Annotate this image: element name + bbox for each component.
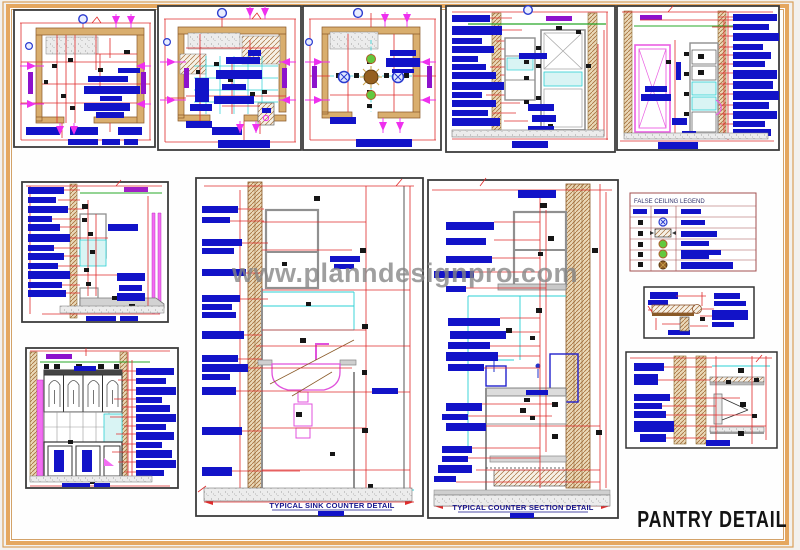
tile-splashback: [43, 411, 123, 443]
callout-dot-icon: [535, 363, 541, 369]
lower-cabinets: [43, 441, 123, 479]
panel-counter-edge-detail: [643, 286, 755, 339]
redacted-labels: [434, 190, 556, 518]
pipe-icon: [715, 99, 722, 116]
watermark: www.planndesignpro.com: [231, 258, 578, 288]
redacted-labels: [452, 15, 556, 148]
redacted-labels: [648, 292, 748, 335]
false-ceiling-legend-table: FALSE CEILING LEGEND: [629, 192, 757, 272]
redacted-labels: [634, 363, 730, 446]
section-bubble-icon: [25, 14, 88, 50]
redacted-labels: [330, 50, 420, 147]
panel-floor-plan-1: [13, 9, 156, 148]
panel-kitchen-elevation: [25, 347, 179, 489]
redacted-labels: [26, 68, 142, 145]
panel-interior-elevation: [445, 4, 616, 153]
redacted-labels: [28, 187, 145, 321]
ceiling-fan-icon: [658, 217, 668, 227]
section-bubble-icon: [523, 4, 534, 16]
legend-header-bars: [633, 209, 701, 214]
panel-wall-section-a: [21, 179, 169, 323]
sink-section: [257, 339, 357, 439]
panel-ceiling-plan: [302, 5, 442, 151]
vent-grille-icon: [650, 228, 676, 238]
green-light-icon: [658, 249, 668, 259]
light-fixture-icon: [337, 70, 405, 84]
panel-door-elevation: [616, 5, 780, 151]
upper-cabinets: [43, 369, 123, 413]
shelf-junction-section: [709, 376, 765, 434]
p-trap-icon: [293, 403, 313, 427]
redacted-labels: [641, 14, 779, 149]
upper-cabinet-section: [264, 208, 320, 290]
green-light-icon: [658, 239, 668, 249]
section-bubble-icon: [163, 7, 228, 46]
green-light-icon: [366, 54, 376, 100]
panel-wall-junction-detail: [625, 351, 778, 449]
counter-slab-section: [651, 304, 702, 332]
pipe-icon: [104, 458, 114, 466]
sheet-title: PANTRY DETAIL: [637, 508, 787, 532]
tall-cabinet-elevation: [689, 42, 722, 137]
sink-detail-title: TYPICAL SINK COUNTER DETAIL: [269, 501, 394, 510]
legend-title: FALSE CEILING LEGEND: [634, 199, 705, 205]
section-bubble-icon: [305, 7, 364, 46]
legend-label-bars: [681, 220, 733, 269]
panel-sink-counter-detail: TYPICAL SINK COUNTER DETAIL: [195, 177, 424, 517]
redacted-labels: [186, 50, 271, 148]
faucet-icon: [315, 343, 329, 360]
brown-fan-icon: [658, 260, 668, 270]
panel-floor-plan-2: [157, 5, 302, 151]
redacted-labels: [62, 366, 176, 487]
panel-counter-section-detail: TYPICAL COUNTER SECTION DETAIL: [427, 177, 619, 519]
cabinet-elevation: [504, 29, 586, 131]
ceiling-fan-icon: [360, 66, 382, 88]
counter-section-title: TYPICAL COUNTER SECTION DETAIL: [452, 503, 593, 512]
